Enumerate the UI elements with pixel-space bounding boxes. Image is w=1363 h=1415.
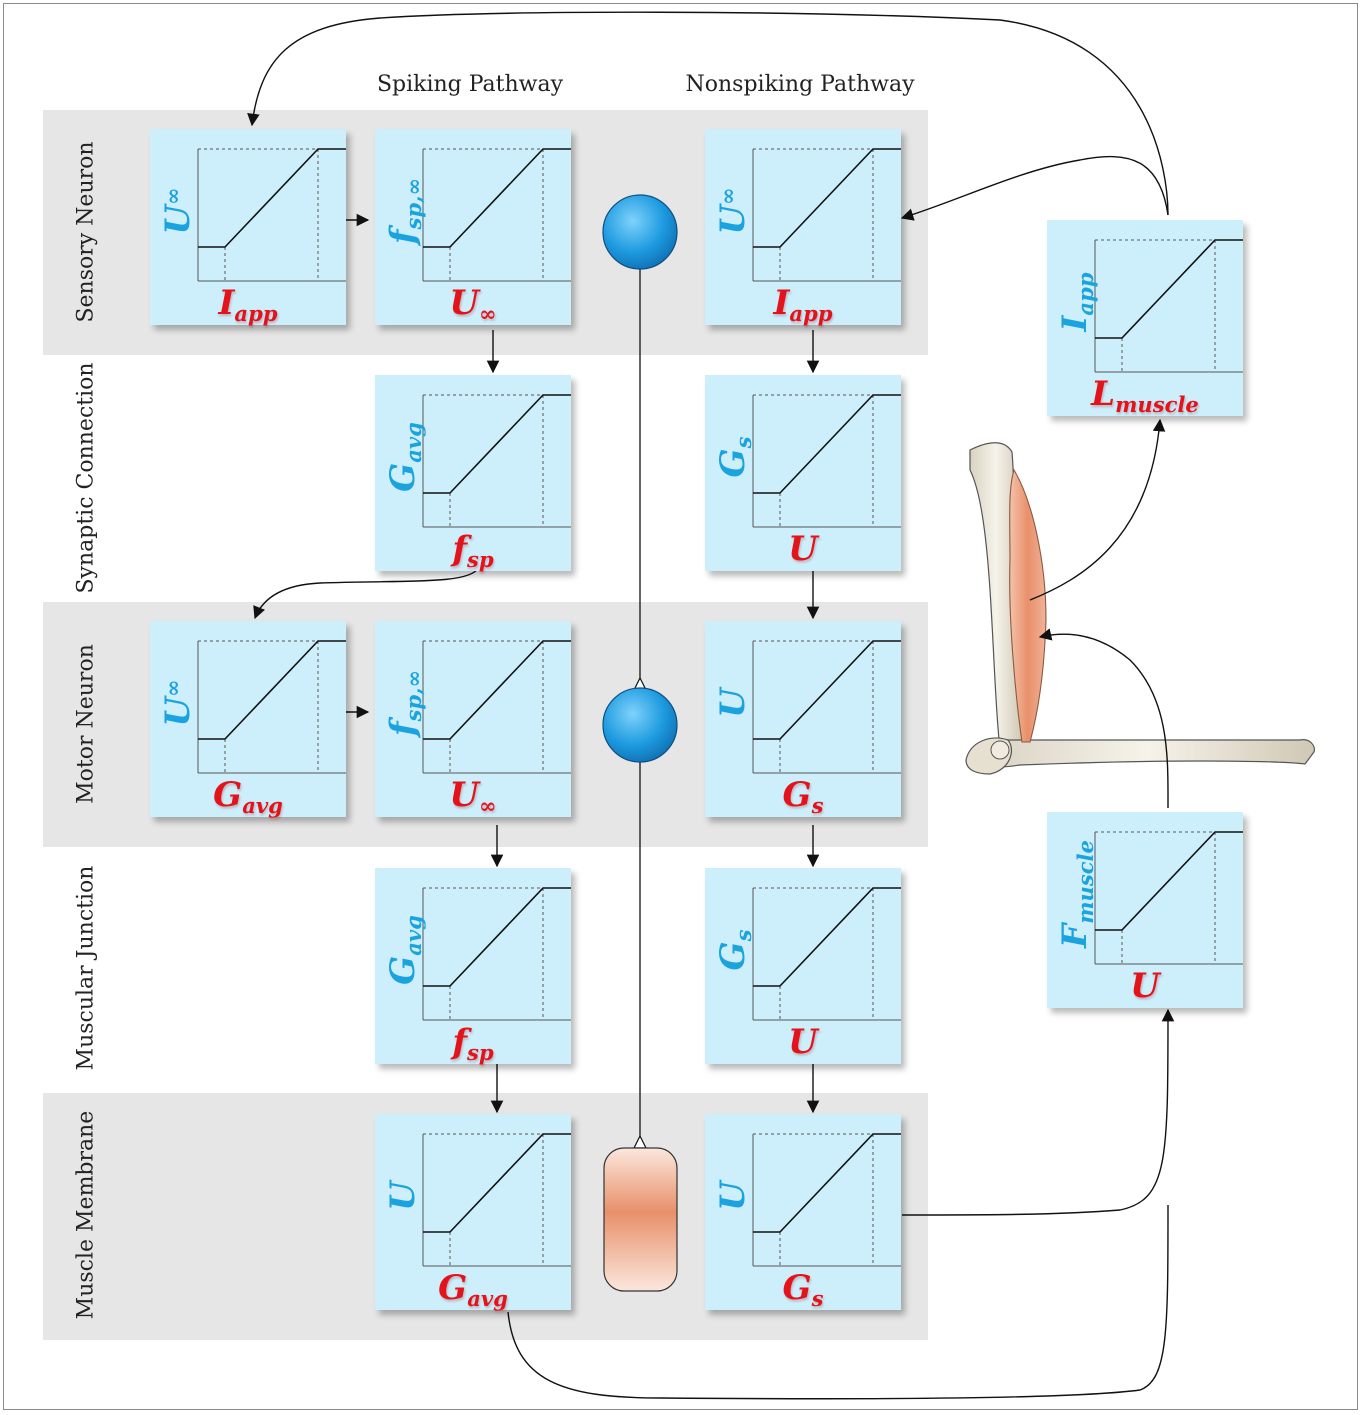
saturating-curve-icon — [422, 1133, 571, 1267]
y-axis-label: U∞ — [713, 187, 753, 235]
y-axis-label: Iapp — [1055, 272, 1098, 332]
saturating-curve-icon — [752, 148, 901, 282]
card-sensory-spiking-u: U∞ Iapp — [150, 129, 346, 326]
card-membrane-nonspiking: U Gs — [705, 1114, 901, 1311]
y-axis-label: Gs — [713, 436, 756, 478]
y-axis-label: U — [713, 688, 753, 718]
y-axis-label: U — [713, 1181, 753, 1211]
card-synaptic-nonspiking: Gs U — [705, 375, 901, 571]
x-axis-label: U∞ — [449, 775, 497, 818]
x-axis-label: U — [1130, 966, 1160, 1006]
motor-neuron-icon — [602, 687, 678, 763]
x-axis-label: Gavg — [438, 1268, 508, 1311]
figure-frame — [3, 3, 1358, 1410]
column-header-nonspiking: Nonspiking Pathway — [685, 72, 915, 97]
saturating-curve-icon — [197, 640, 346, 774]
x-axis-label: Gs — [782, 1268, 824, 1311]
saturating-curve-icon — [422, 640, 571, 774]
saturating-curve-icon — [752, 1133, 901, 1267]
muscle-cell-icon — [603, 1147, 678, 1292]
y-axis-label: fsp,∞ — [383, 177, 426, 245]
card-junction-nonspiking: Gs U — [705, 868, 901, 1064]
saturating-curve-icon — [422, 887, 571, 1021]
saturating-curve-icon — [422, 148, 571, 282]
card-synaptic-spiking: Gavg fsp — [375, 375, 571, 572]
x-axis-label: fsp — [452, 529, 494, 572]
card-sensory-nonspiking-u: U∞ Iapp — [705, 129, 901, 326]
x-axis-label: Gavg — [213, 775, 283, 818]
saturating-curve-icon — [197, 148, 346, 282]
y-axis-label: U∞ — [158, 679, 198, 727]
y-axis-label: U∞ — [158, 187, 198, 235]
x-axis-label: U — [788, 1022, 818, 1062]
saturating-curve-icon — [1094, 239, 1243, 373]
saturating-curve-icon — [422, 394, 571, 528]
x-axis-label: U∞ — [449, 283, 497, 326]
sensory-neuron-icon — [602, 194, 678, 270]
column-header-spiking: Spiking Pathway — [376, 72, 564, 97]
card-motor-nonspiking: U Gs — [705, 621, 901, 818]
card-muscle-length: Iapp Lmuscle — [1047, 220, 1243, 417]
neuron-axon-line — [633, 268, 647, 1149]
y-axis-label: Fmuscle — [1055, 840, 1098, 948]
y-axis-label: fsp,∞ — [383, 669, 426, 737]
card-motor-spiking-fsp: fsp,∞ U∞ — [375, 621, 571, 818]
saturating-curve-icon — [752, 394, 901, 528]
saturating-curve-icon — [752, 640, 901, 774]
x-axis-label: Iapp — [773, 283, 833, 326]
y-axis-label: U — [383, 1181, 423, 1211]
x-axis-label: Lmuscle — [1091, 374, 1199, 417]
card-membrane-spiking: U Gavg — [375, 1114, 571, 1311]
card-muscle-force: Fmuscle U — [1047, 812, 1243, 1008]
arm-icon — [965, 442, 1315, 775]
y-axis-label: Gavg — [383, 915, 426, 985]
y-axis-label: Gs — [713, 929, 756, 971]
x-axis-label: Gs — [782, 775, 824, 818]
card-motor-spiking-u: U∞ Gavg — [150, 621, 346, 818]
card-junction-spiking: Gavg fsp — [375, 868, 571, 1065]
card-sensory-spiking-fsp: fsp,∞ U∞ — [375, 129, 571, 326]
x-axis-label: fsp — [452, 1022, 494, 1065]
saturating-curve-icon — [1094, 831, 1243, 965]
saturating-curve-icon — [752, 887, 901, 1021]
x-axis-label: U — [788, 529, 818, 569]
y-axis-label: Gavg — [383, 422, 426, 492]
x-axis-label: Iapp — [218, 283, 278, 326]
